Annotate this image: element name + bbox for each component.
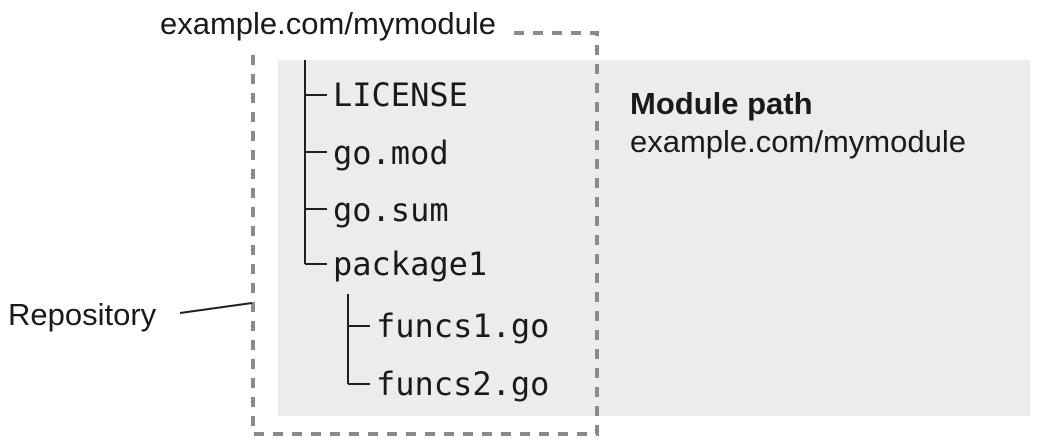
module-path-heading: Module path bbox=[630, 86, 813, 121]
tree-item-funcs1-go: funcs1.go bbox=[376, 307, 550, 345]
tree-item-package1: package1 bbox=[333, 245, 488, 283]
module-path-callout: Module path example.com/mymodule bbox=[630, 85, 966, 161]
repository-panel-background bbox=[278, 60, 1030, 416]
module-path-value: example.com/mymodule bbox=[630, 124, 966, 159]
repository-leader-line bbox=[179, 302, 253, 314]
tree-item-go-mod: go.mod bbox=[333, 134, 449, 172]
tree-item-funcs2-go: funcs2.go bbox=[376, 365, 550, 403]
repository-label: Repository bbox=[8, 297, 157, 332]
repository-title: example.com/mymodule bbox=[150, 2, 514, 50]
file-tree-lines bbox=[304, 60, 370, 385]
tree-item-license: LICENSE bbox=[333, 76, 468, 114]
tree-item-go-sum: go.sum bbox=[333, 191, 449, 229]
